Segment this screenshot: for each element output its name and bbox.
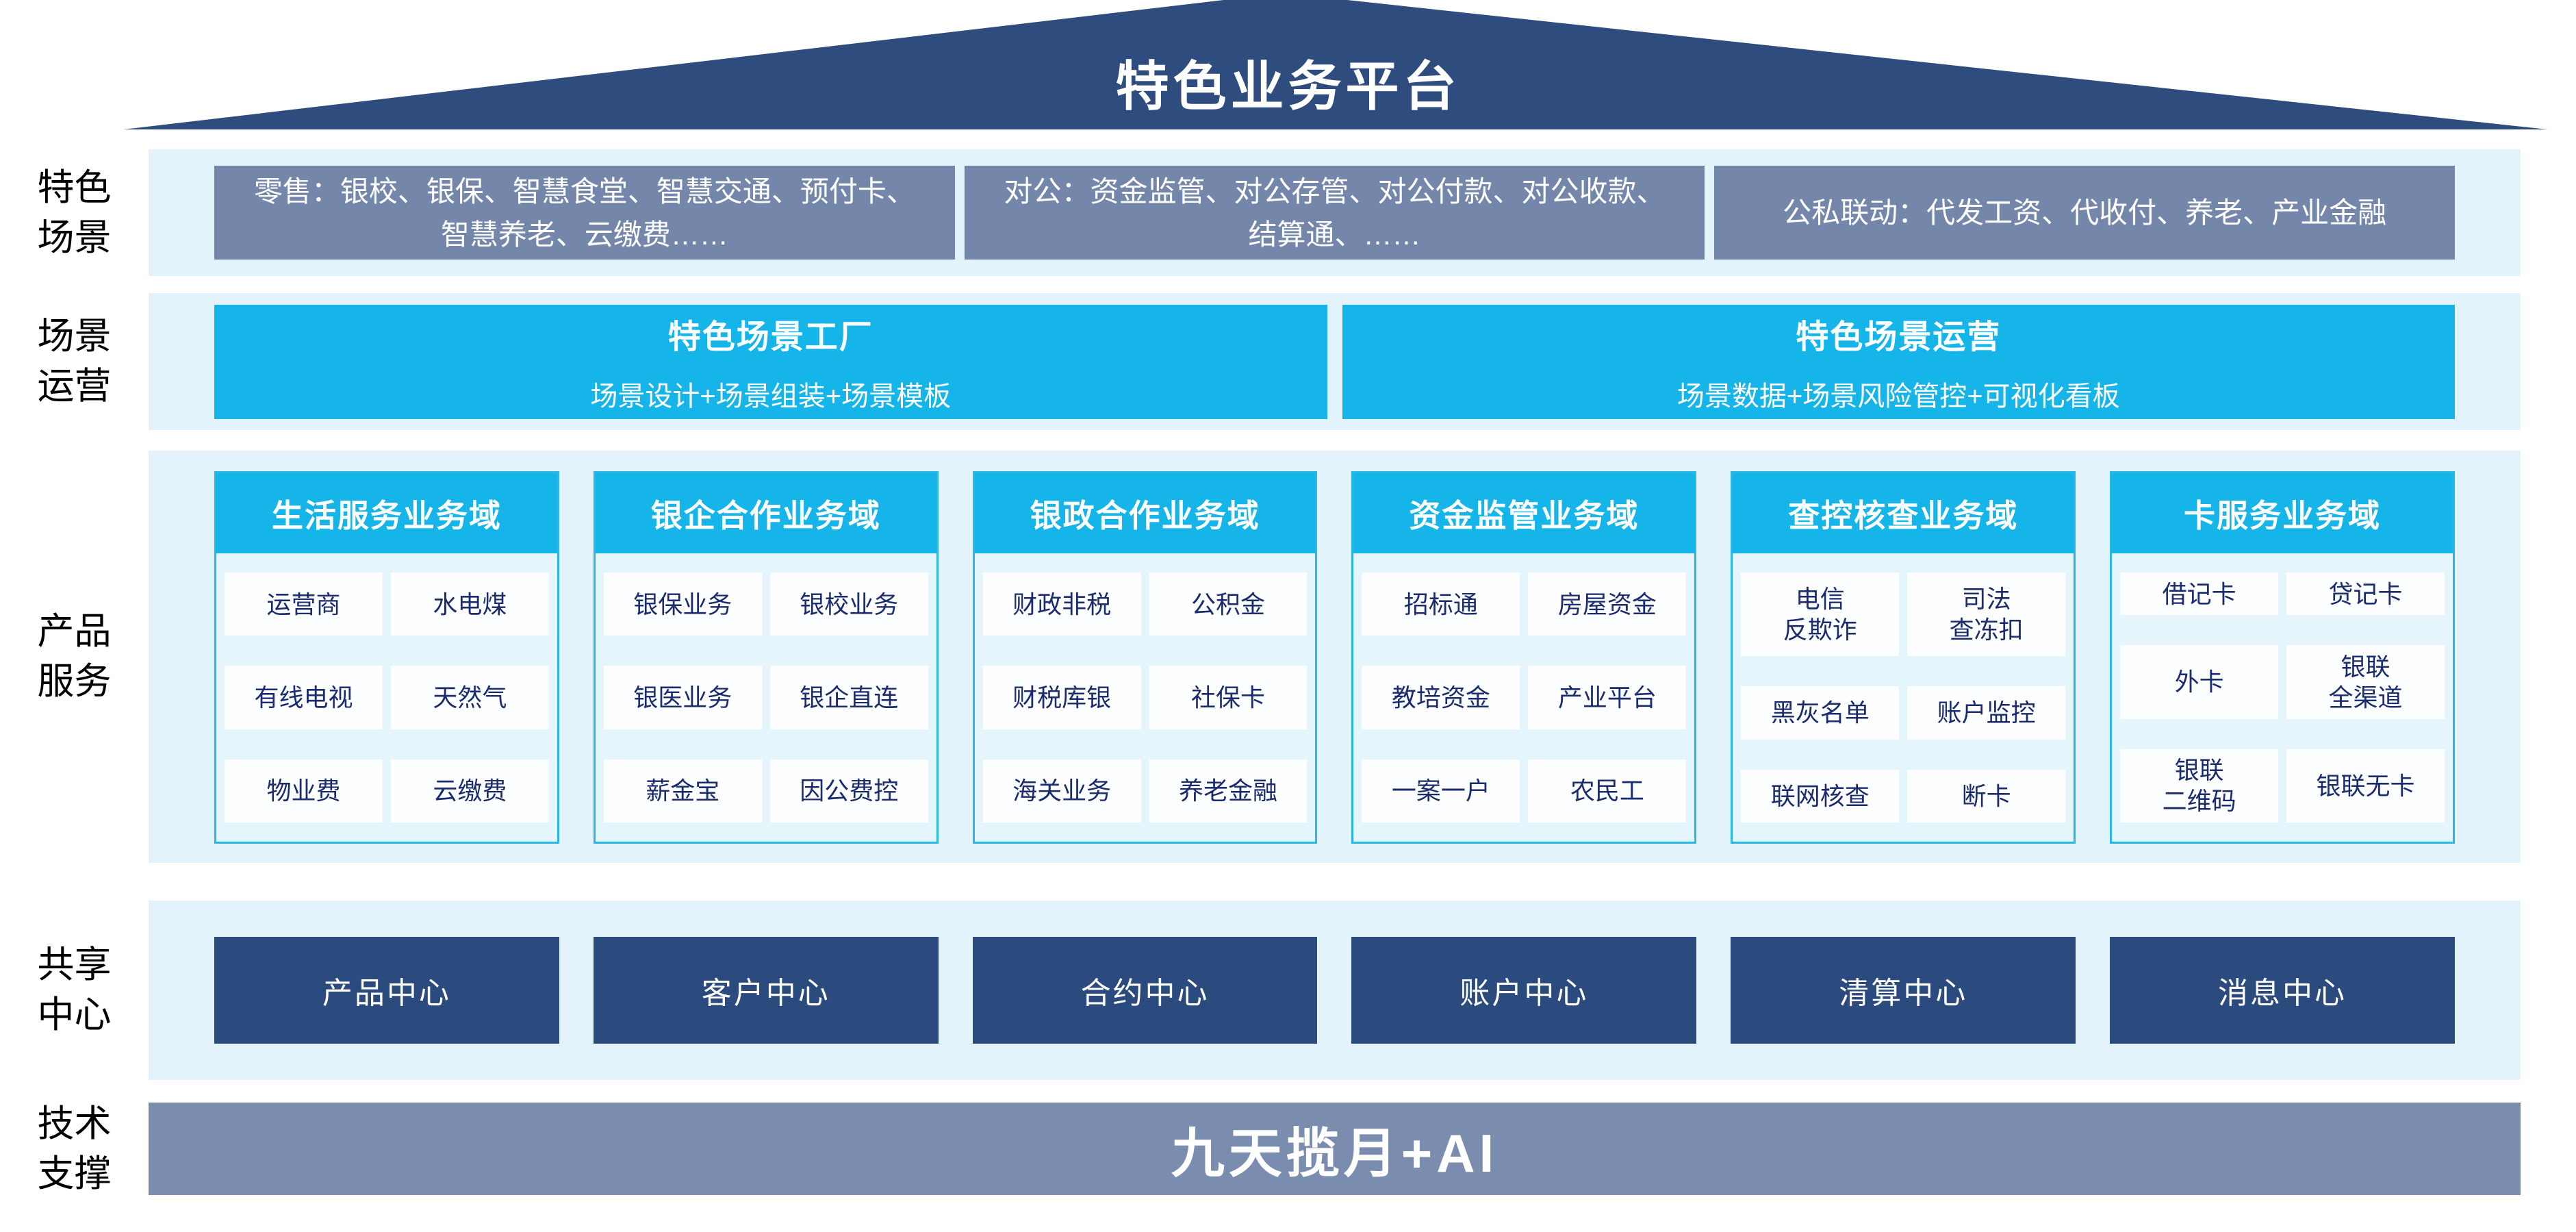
center-box-settlement: 清算中心 [1731,937,2076,1044]
scene-box-public-private: 公私联动：代发工资、代收付、养老、产业金融 [1714,166,2456,260]
product-column-header: 资金监管业务域 [1353,473,1695,553]
ops-box-subtitle: 场景数据+场景风险管控+可视化看板 [1676,381,2120,412]
product-cell: 贷记卡 [2286,573,2445,616]
center-box-account: 账户中心 [1351,937,1697,1044]
centers-band: 产品中心 客户中心 合约中心 账户中心 清算中心 消息中心 [149,901,2521,1080]
product-cell: 银联 二维码 [2120,749,2279,822]
product-cell: 电信 反欺诈 [1741,573,1900,657]
center-box-message: 消息中心 [2110,937,2455,1044]
product-cell: 公积金 [1149,573,1308,636]
product-column-bank-enterprise: 银企合作业务域 银保业务 银校业务 银医业务 银企直连 薪金宝 因公费控 [593,471,939,844]
ops-box-title: 特色场景运营 [1796,319,2002,355]
product-column-header: 银政合作业务域 [974,473,1316,553]
product-column-body: 银保业务 银校业务 银医业务 银企直连 薪金宝 因公费控 [596,553,936,842]
product-cell: 借记卡 [2120,573,2279,616]
product-cell: 财税库银 [982,666,1141,729]
product-column-body: 运营商 水电煤 有线电视 天然气 物业费 云缴费 [216,553,557,842]
product-cell: 银校业务 [769,573,928,636]
row-label-products: 产品 服务 [37,611,112,702]
product-cell: 农民工 [1528,759,1687,822]
product-cell: 有线电视 [225,666,383,729]
scene-box-corporate: 对公：资金监管、对公存管、对公付款、对公收款、结算通、…… [964,166,1705,260]
product-cell: 产业平台 [1528,666,1687,729]
product-cell: 教培资金 [1362,666,1520,729]
product-cell: 招标通 [1362,573,1520,636]
row-label-scene: 特色 场景 [37,166,112,258]
product-cell: 社保卡 [1149,666,1308,729]
product-column-body: 财政非税 公积金 财税库银 社保卡 海关业务 养老金融 [975,553,1316,842]
product-column-fund-supervision: 资金监管业务域 招标通 房屋资金 教培资金 产业平台 一案一户 农民工 [1351,471,1697,844]
row-label-tech: 技术 支撑 [37,1103,112,1194]
product-column-card-services: 卡服务业务域 借记卡 贷记卡 外卡 银联 全渠道 银联 二维码 银联无卡 [2110,471,2455,844]
product-cell: 一案一户 [1362,759,1520,822]
products-band: 生活服务业务域 运营商 水电煤 有线电视 天然气 物业费 云缴费 银企合作业务域… [149,451,2521,863]
center-box-product: 产品中心 [214,937,559,1044]
product-cell: 水电煤 [390,573,549,636]
product-column-body: 电信 反欺诈 司法 查冻扣 黑灰名单 账户监控 联网核查 断卡 [1733,553,2074,842]
product-cell: 联网核查 [1741,769,1900,822]
product-column-header: 生活服务业务域 [216,473,557,553]
product-cell: 物业费 [225,759,383,822]
tech-bar-text: 九天揽月+AI [1171,1122,1499,1183]
row-label-operations: 场景 运营 [37,316,112,407]
ops-box-title: 特色场景工厂 [667,319,873,355]
product-cell: 外卡 [2120,645,2279,719]
product-cell: 司法 查冻扣 [1907,573,2066,657]
product-cell: 账户监控 [1907,686,2066,740]
roof-shape: 特色业务平台 [123,0,2548,129]
product-cell: 银保业务 [603,573,762,636]
scene-box-retail: 零售：银校、银保、智慧食堂、智慧交通、预付卡、智慧养老、云缴费…… [214,166,955,260]
operations-band: 特色场景工厂 场景设计+场景组装+场景模板 特色场景运营 场景数据+场景风险管控… [149,293,2521,430]
product-cell: 天然气 [390,666,549,729]
product-column-bank-government: 银政合作业务域 财政非税 公积金 财税库银 社保卡 海关业务 养老金融 [972,471,1318,844]
product-column-body: 招标通 房屋资金 教培资金 产业平台 一案一户 农民工 [1353,553,1694,842]
scene-band: 零售：银校、银保、智慧食堂、智慧交通、预付卡、智慧养老、云缴费…… 对公：资金监… [149,149,2521,276]
row-label-centers: 共享 中心 [37,944,112,1035]
product-cell: 银医业务 [603,666,762,729]
product-cell: 云缴费 [390,759,549,822]
product-cell: 黑灰名单 [1741,686,1900,740]
product-column-header: 卡服务业务域 [2112,473,2453,553]
product-column-header: 银企合作业务域 [595,473,936,553]
product-cell: 运营商 [225,573,383,636]
center-box-contract: 合约中心 [972,937,1318,1044]
product-cell: 断卡 [1907,769,2066,822]
product-cell: 养老金融 [1149,759,1308,822]
product-column-header: 查控核查业务域 [1733,473,2074,553]
center-box-customer: 客户中心 [593,937,939,1044]
product-cell: 房屋资金 [1528,573,1687,636]
product-column-inquiry-verification: 查控核查业务域 电信 反欺诈 司法 查冻扣 黑灰名单 账户监控 联网核查 断卡 [1731,471,2076,844]
ops-box-scene-operation: 特色场景运营 场景数据+场景风险管控+可视化看板 [1342,304,2455,419]
tech-support-bar: 九天揽月+AI [149,1103,2521,1195]
product-cell: 财政非税 [982,573,1141,636]
product-cell: 银联无卡 [2286,749,2445,822]
product-column-body: 借记卡 贷记卡 外卡 银联 全渠道 银联 二维码 银联无卡 [2112,553,2453,842]
product-column-life-services: 生活服务业务域 运营商 水电煤 有线电视 天然气 物业费 云缴费 [214,471,559,844]
ops-box-scene-factory: 特色场景工厂 场景设计+场景组装+场景模板 [214,304,1327,419]
product-cell: 薪金宝 [603,759,762,822]
ops-box-subtitle: 场景设计+场景组装+场景模板 [590,381,952,412]
product-cell: 银企直连 [769,666,928,729]
product-cell: 因公费控 [769,759,928,822]
platform-title: 特色业务平台 [1115,55,1461,116]
product-cell: 银联 全渠道 [2286,645,2445,719]
product-cell: 海关业务 [982,759,1141,822]
